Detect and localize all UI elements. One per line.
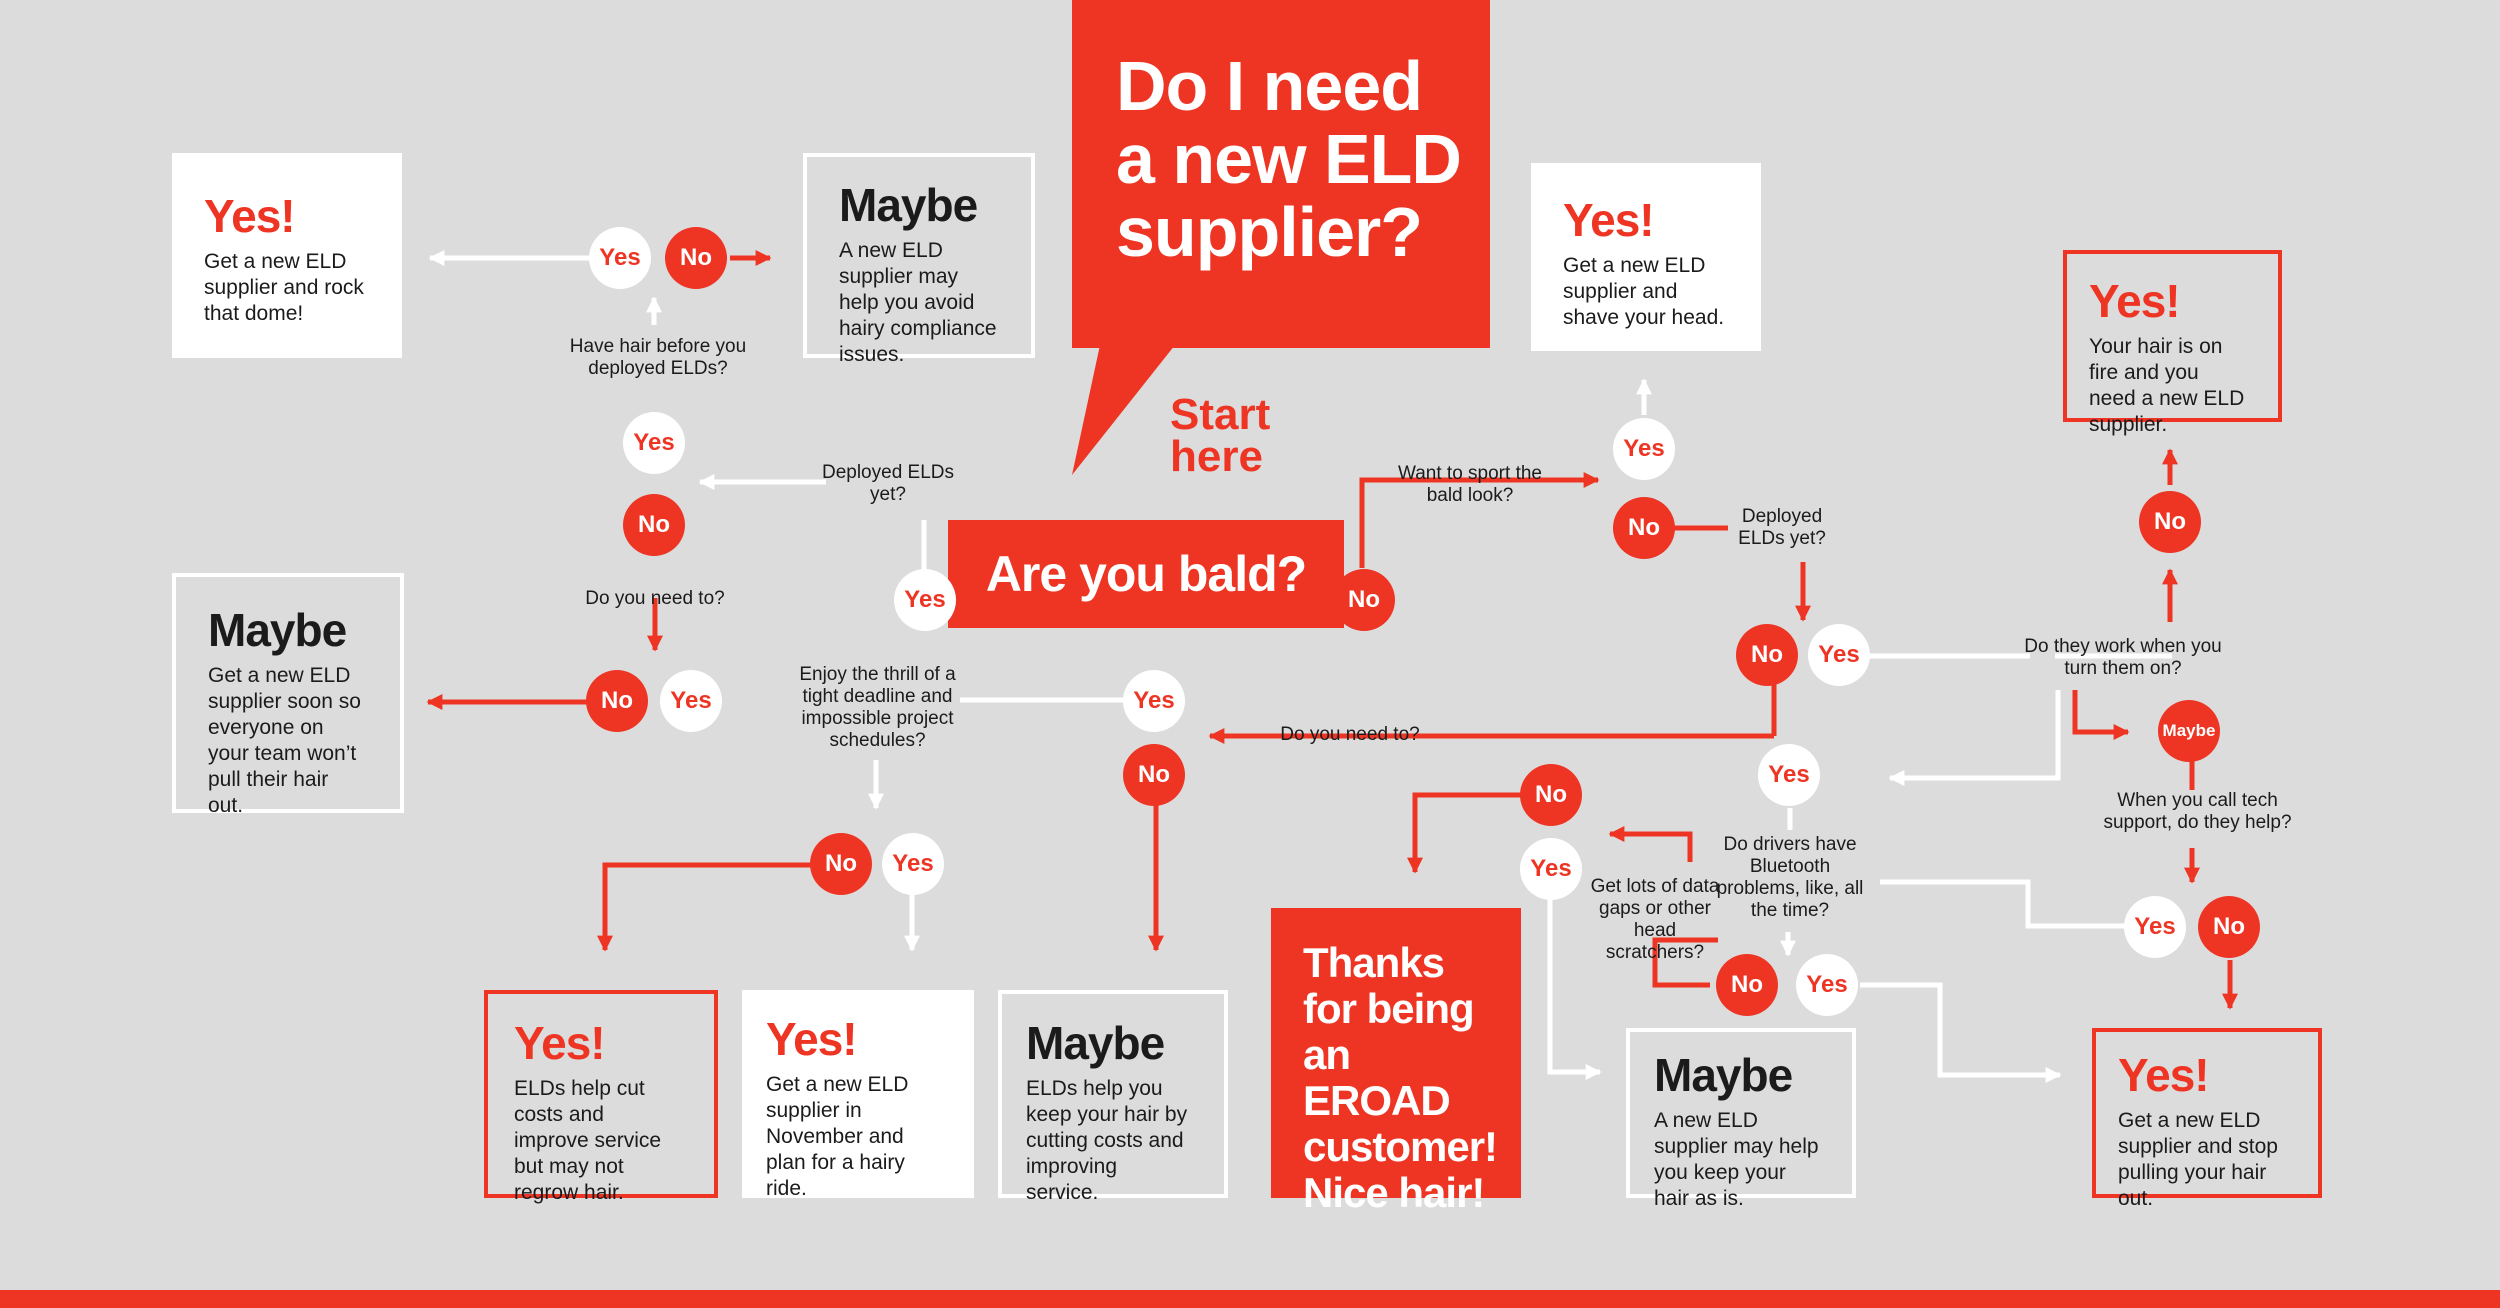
answer-yes-circle: Yes: [1796, 954, 1858, 1016]
question-need-to-right: Do you need to?: [1280, 724, 1420, 745]
outcome-shave: Yes! Get a new ELD supplier and shave yo…: [1531, 163, 1761, 351]
outcome-heading: Yes!: [1563, 194, 1655, 246]
answer-no-circle: No: [810, 833, 872, 895]
outcome-heading: Maybe: [839, 179, 978, 231]
outcome-text: ELDs help cut costs and improve service …: [514, 1077, 662, 1204]
outcome-cut-costs: Yes! ELDs help cut costs and improve ser…: [484, 990, 718, 1204]
outcome-heading: Yes!: [2089, 275, 2181, 327]
title-banner: Do I need a new ELD supplier?: [1072, 0, 1490, 348]
answer-yes-circle: Yes: [660, 670, 722, 732]
answer-yes-circle: Yes: [589, 227, 651, 289]
outcome-soon: Maybe Get a new ELD supplier soon so eve…: [172, 573, 404, 817]
outcome-eroad: Thanks for being an EROAD customer! Nice…: [1271, 908, 1521, 1216]
start-label: Start here: [1170, 390, 1271, 481]
answer-no-circle: No: [2139, 491, 2201, 553]
question-work-when-on: Do they work when you turn them on?: [2024, 636, 2222, 679]
outcome-keep-hair: Maybe ELDs help you keep your hair by cu…: [998, 990, 1228, 1204]
page-title: Do I need a new ELD supplier?: [1116, 47, 1462, 271]
answer-no-circle: No: [665, 227, 727, 289]
question-deployed-right: Deployed ELDs yet?: [1738, 506, 1826, 549]
outcome-text: ELDs help you keep your hair by cutting …: [1026, 1077, 1188, 1204]
answer-no-circle: No: [1736, 624, 1798, 686]
question-need-to-left: Do you need to?: [585, 588, 725, 609]
answer-yes-circle: Yes: [1808, 624, 1870, 686]
outcome-text: Get a new ELD supplier and shave your he…: [1563, 254, 1725, 329]
outcome-as-is: Maybe A new ELD supplier may help you ke…: [1626, 1028, 1856, 1210]
bottom-accent-bar: [0, 1290, 2500, 1308]
outcome-text: Your hair is on fire and you need a new …: [2089, 335, 2245, 436]
outcome-text: Get a new ELD supplier and stop pulling …: [2118, 1109, 2278, 1210]
outcome-on-fire: Yes! Your hair is on fire and you need a…: [2063, 250, 2282, 436]
answer-maybe-circle: Maybe: [2158, 700, 2220, 762]
answer-no-circle: No: [2198, 896, 2260, 958]
outcome-heading: Maybe: [208, 604, 347, 656]
question-have-hair: Have hair before you deployed ELDs?: [569, 336, 747, 379]
outcome-stop-pulling: Yes! Get a new ELD supplier and stop pul…: [2092, 1028, 2322, 1210]
answer-yes-circle: Yes: [1758, 744, 1820, 806]
answer-no-circle: No: [1333, 569, 1395, 631]
question-thrill: Enjoy the thrill of a tight deadline and…: [799, 664, 956, 751]
question-tech-support: When you call tech support, do they help…: [2103, 790, 2292, 833]
outcome-rock-dome: Yes! Get a new ELD supplier and rock tha…: [172, 153, 402, 358]
answer-no-circle: No: [1123, 744, 1185, 806]
answer-no-circle: No: [1716, 954, 1778, 1016]
start-question: Are you bald?: [948, 520, 1344, 628]
outcome-heading: Yes!: [2118, 1049, 2210, 1101]
answer-yes-circle: Yes: [623, 412, 685, 474]
answer-no-circle: No: [586, 670, 648, 732]
outcome-text: Thanks for being an EROAD customer! Nice…: [1303, 939, 1498, 1216]
answer-yes-circle: Yes: [1123, 670, 1185, 732]
outcome-heading: Yes!: [514, 1017, 606, 1069]
outcome-heading: Yes!: [204, 190, 296, 242]
outcome-avoid-hairy: Maybe A new ELD supplier may help you av…: [803, 153, 1035, 366]
answer-yes-circle: Yes: [2124, 896, 2186, 958]
answer-no-circle: No: [623, 494, 685, 556]
question-data-gaps: Get lots of data gaps or other head scra…: [1590, 876, 1720, 963]
outcome-text: Get a new ELD supplier soon so everyone …: [208, 664, 361, 817]
outcome-november: Yes! Get a new ELD supplier in November …: [742, 990, 974, 1200]
outcome-text: Get a new ELD supplier and rock that dom…: [204, 250, 364, 325]
answer-yes-circle: Yes: [1520, 838, 1582, 900]
answer-no-circle: No: [1613, 497, 1675, 559]
outcome-heading: Maybe: [1654, 1049, 1793, 1101]
outcome-heading: Maybe: [1026, 1017, 1165, 1069]
answer-yes-circle: Yes: [882, 833, 944, 895]
outcome-heading: Yes!: [766, 1013, 858, 1065]
question-deployed-left: Deployed ELDs yet?: [821, 462, 955, 505]
answer-yes-circle: Yes: [1613, 418, 1675, 480]
outcome-text: A new ELD supplier may help you keep you…: [1654, 1109, 1819, 1210]
answer-yes-circle: Yes: [894, 569, 956, 631]
outcome-text: A new ELD supplier may help you avoid ha…: [839, 239, 997, 366]
answer-no-circle: No: [1520, 764, 1582, 826]
outcome-text: Get a new ELD supplier in November and p…: [766, 1073, 909, 1200]
question-sport-bald: Want to sport the bald look?: [1398, 463, 1542, 506]
question-bluetooth: Do drivers have Bluetooth problems, like…: [1716, 834, 1864, 921]
